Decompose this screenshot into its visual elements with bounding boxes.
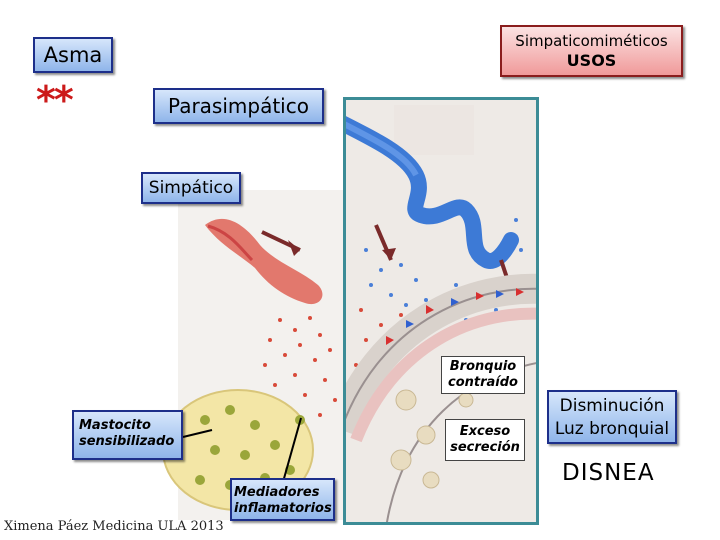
bronchus-mucosa [350, 307, 536, 443]
arrow-1-head [382, 248, 396, 260]
asma-box: Asma [33, 37, 113, 73]
parasympathetic-axon [346, 121, 419, 177]
mastocito-box: Mastocito sensibilizado [72, 410, 183, 460]
simpaticomimeticos-label: Simpaticomiméticos [515, 32, 668, 50]
panel-highlight [394, 105, 474, 155]
disminucion-box: Disminución Luz bronquial [547, 390, 677, 444]
bronquio-box: Bronquio contraído [441, 356, 525, 394]
asma-label: Asma [43, 43, 103, 67]
receptors-blue [406, 290, 504, 328]
mast-cell-granules [195, 405, 305, 490]
figure-panel-art [346, 105, 536, 522]
mucus-secretion [390, 389, 474, 489]
simpatico-box: Simpático [141, 172, 241, 204]
simpaticomimeticos-box: Simpaticomiméticos USOS [500, 25, 683, 77]
exceso-label: Exceso secreción [450, 424, 520, 455]
exceso-box: Exceso secreción [445, 419, 525, 461]
mediadores-box: Mediadores inflamatorios [230, 478, 335, 521]
disnea-label: DISNEA [562, 460, 655, 486]
parasimpatico-box: Parasimpático [153, 88, 324, 124]
disminucion-label: Disminución Luz bronquial [554, 396, 670, 439]
release-arrow-head [288, 240, 300, 256]
neuron-axon [207, 224, 254, 262]
mastocito-label: Mastocito sensibilizado [79, 418, 175, 449]
bronquio-label: Bronquio contraído [448, 359, 518, 390]
mediadores-label: Mediadores inflamatorios [234, 485, 332, 516]
connector-mastocito [182, 429, 213, 438]
bronchus-outline [346, 287, 536, 420]
neurotransmitter-dots [253, 316, 337, 417]
usos-label: USOS [566, 51, 617, 70]
footer-credit: Ximena Páez Medicina ULA 2013 [4, 519, 224, 534]
parasimpatico-label: Parasimpático [168, 94, 309, 118]
connector-mediadores [282, 417, 302, 483]
receptors-red [386, 288, 524, 345]
simpatico-label: Simpático [148, 178, 234, 198]
stars-mark: ** [36, 78, 74, 122]
